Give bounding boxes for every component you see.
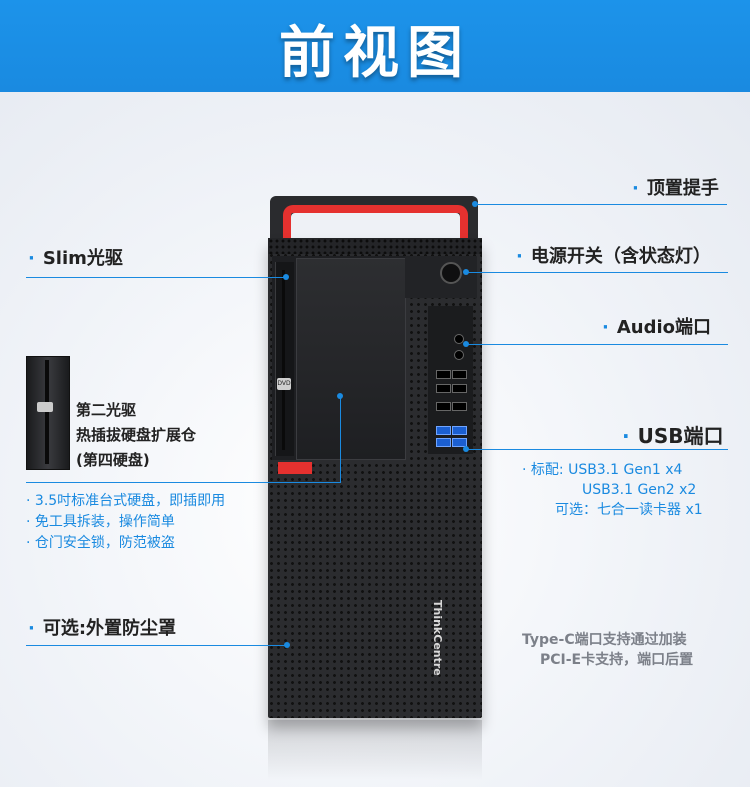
usb-note-3: 可选：七合一读卡器 x1: [555, 502, 703, 518]
reflection: [268, 720, 482, 780]
label-usb: ·USB端口: [622, 424, 724, 448]
usb-port-icon: [452, 438, 467, 447]
usb-port-icon: [436, 438, 451, 447]
label-dust-cover: ·可选:外置防尘罩: [28, 618, 177, 639]
usb-port-icon: [452, 384, 467, 393]
dvd-logo: DVD: [277, 378, 291, 390]
callout-line: [466, 272, 728, 273]
second-drive-text: 第二光驱 热插拔硬盘扩展仓 (第四硬盘): [76, 401, 197, 469]
usb-port-icon: [436, 426, 451, 435]
callout-line: [26, 277, 286, 278]
typec-note-2: PCI-E卡支持，端口后置: [540, 652, 694, 668]
callout-dot: [283, 274, 289, 280]
callout-line: [466, 344, 728, 345]
callout-dot: [284, 642, 290, 648]
label-audio: ·Audio端口: [602, 317, 712, 338]
red-handle: [283, 205, 468, 239]
usb-port-icon: [452, 426, 467, 435]
usb-port-icon: [436, 384, 451, 393]
headphone-jack-icon: [454, 334, 464, 344]
dvd-icon: [37, 402, 53, 412]
label-slim-drive: ·Slim光驱: [28, 248, 123, 269]
second-drive-note-2: · 免工具拆装，操作简单: [26, 514, 175, 530]
callout-line: [466, 449, 728, 450]
red-release-tab: [278, 462, 312, 474]
usb-port-icon: [436, 402, 451, 411]
callout-line: [26, 645, 286, 646]
second-drive-note-3: · 仓门安全锁，防范被盗: [26, 535, 175, 551]
header-banner: 前视图: [0, 0, 750, 92]
callout-line: [340, 396, 341, 482]
top-vent: [268, 238, 482, 254]
disc-slot: [282, 270, 285, 450]
label-power-switch: ·电源开关（含状态灯）: [516, 246, 711, 267]
callout-line: [26, 482, 341, 483]
usb-port-icon: [436, 370, 451, 379]
usb-port-icon: [452, 370, 467, 379]
usb-note-2: USB3.1 Gen2 x2: [582, 482, 697, 498]
callout-line: [475, 204, 727, 205]
hdd-bay-door: [296, 258, 406, 460]
mic-jack-icon: [454, 350, 464, 360]
label-top-handle: ·顶置提手: [632, 178, 719, 199]
usb-note-1: · 标配: USB3.1 Gen1 x4: [522, 462, 683, 478]
power-button-icon: [440, 262, 462, 284]
handle-opening: [291, 213, 460, 239]
second-drive-slot: [45, 360, 49, 464]
typec-note-1: Type-C端口支持通过加装: [522, 632, 687, 648]
brand-logo: ThinkCentre: [431, 600, 444, 676]
usb-port-icon: [452, 402, 467, 411]
page-title: 前视图: [279, 21, 471, 86]
second-drive-note-1: · 3.5吋标准台式硬盘，即插即用: [26, 493, 226, 509]
